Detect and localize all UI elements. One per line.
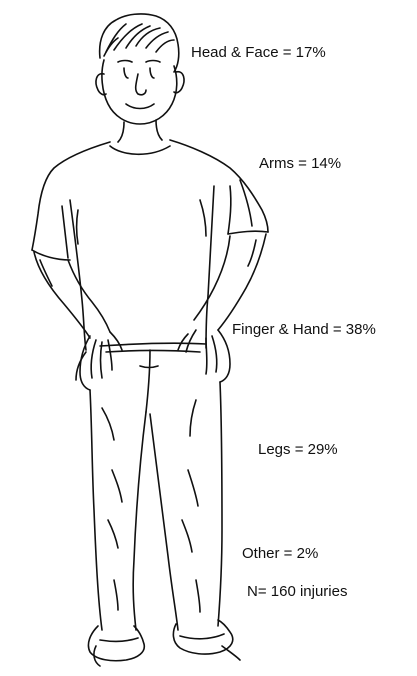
right-arm	[194, 234, 266, 330]
shirt	[32, 140, 268, 350]
legs-label: Legs = 29%	[258, 441, 338, 459]
left-arm	[34, 252, 110, 338]
sample-size-label: N= 160 injuries	[247, 583, 347, 601]
right-hand	[178, 330, 230, 382]
waist	[100, 343, 206, 412]
hair	[100, 14, 179, 72]
arms-label: Arms = 14%	[259, 155, 341, 173]
shoes	[88, 620, 240, 666]
finger-hand-label: Finger & Hand = 38%	[232, 321, 376, 339]
head	[96, 60, 184, 124]
legs	[90, 382, 222, 630]
other-label: Other = 2%	[242, 545, 318, 563]
left-hand	[76, 332, 122, 390]
head-face-label: Head & Face = 17%	[191, 44, 326, 62]
neck	[110, 120, 170, 154]
